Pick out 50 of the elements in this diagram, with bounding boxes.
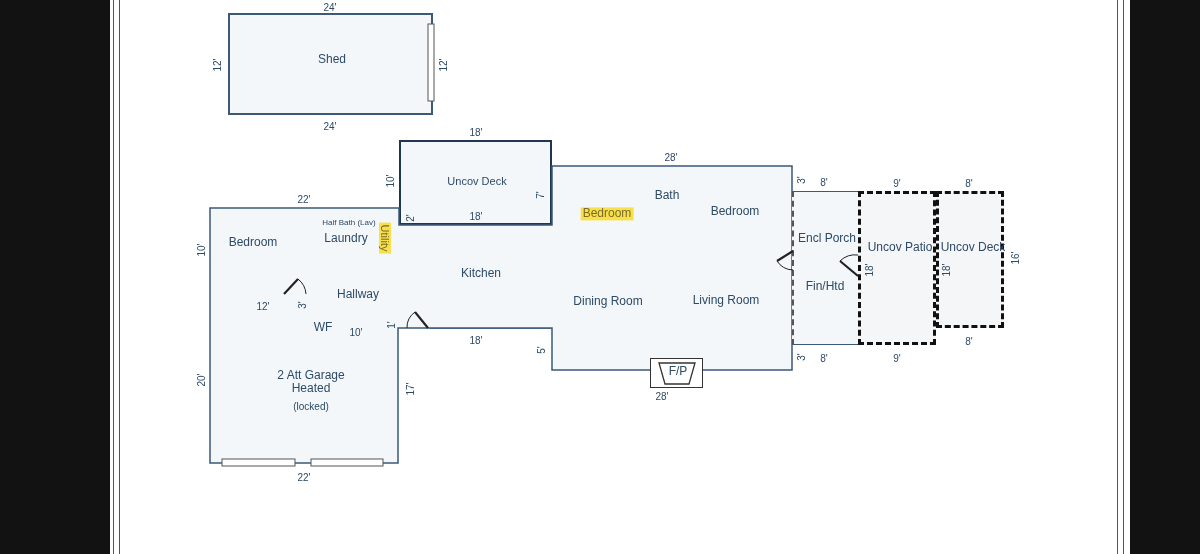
dimension-label: 10': [384, 174, 396, 188]
dimension-label: 18': [863, 263, 875, 277]
dimension-label: 10': [349, 326, 363, 338]
dimension-label: 2': [404, 214, 416, 222]
dimension-label: 7': [534, 191, 546, 199]
dimension-label: 8': [965, 335, 973, 347]
room-label: Half Bath (Lav): [322, 218, 376, 228]
room-label: Bedroom: [228, 236, 278, 250]
dimension-label: 18': [469, 210, 483, 222]
room-label: Laundry: [324, 232, 368, 246]
room-label: WF: [313, 321, 333, 335]
room-label: Uncov Patio: [867, 241, 933, 255]
dimension-label: 3': [795, 353, 807, 361]
room-label: Bath: [654, 189, 680, 203]
dimension-label: 18': [469, 126, 483, 138]
dimension-label: 8': [820, 176, 828, 188]
room-label: 2 Att Garage Heated: [276, 368, 346, 396]
room-label: Kitchen: [461, 267, 501, 281]
room-label: Living Room: [692, 294, 760, 308]
dimension-label: 22': [297, 471, 311, 483]
room-label: Dining Room: [573, 295, 643, 309]
porch-outline: [792, 191, 858, 345]
room-label: Shed: [318, 53, 346, 67]
dimension-label: 3': [795, 176, 807, 184]
fireplace-label: F/P: [668, 365, 688, 379]
fireplace-symbol: [650, 358, 703, 388]
room-label: Bedroom: [580, 207, 634, 221]
dimension-label: 18': [940, 263, 952, 277]
room-label: Uncov Deck: [447, 174, 507, 188]
shed-outline: [228, 13, 433, 115]
room-label: Hallway: [337, 288, 379, 302]
deck-outline: [936, 191, 1004, 328]
dimension-label: 3': [296, 301, 308, 309]
dimension-label: 8': [820, 352, 828, 364]
dimension-label: 18': [469, 334, 483, 346]
room-label: Uncov Deck: [940, 241, 1006, 255]
room-label: Bedroom: [710, 205, 760, 219]
dimension-label: 28': [655, 390, 669, 402]
room-label: (locked): [293, 400, 329, 412]
room-label: Encl Porch: [798, 232, 856, 246]
room-label: Fin/Htd: [805, 280, 845, 294]
dimension-label: 8': [965, 177, 973, 189]
deck-outline: [399, 140, 552, 225]
dimension-label: 22': [297, 193, 311, 205]
house-outline: [210, 166, 792, 463]
patio-outline: [858, 191, 936, 345]
dimension-label: 5': [535, 346, 547, 354]
dimension-label: 1': [385, 321, 397, 329]
dimension-label: 17': [404, 382, 416, 396]
dimension-label: 12': [256, 300, 270, 312]
